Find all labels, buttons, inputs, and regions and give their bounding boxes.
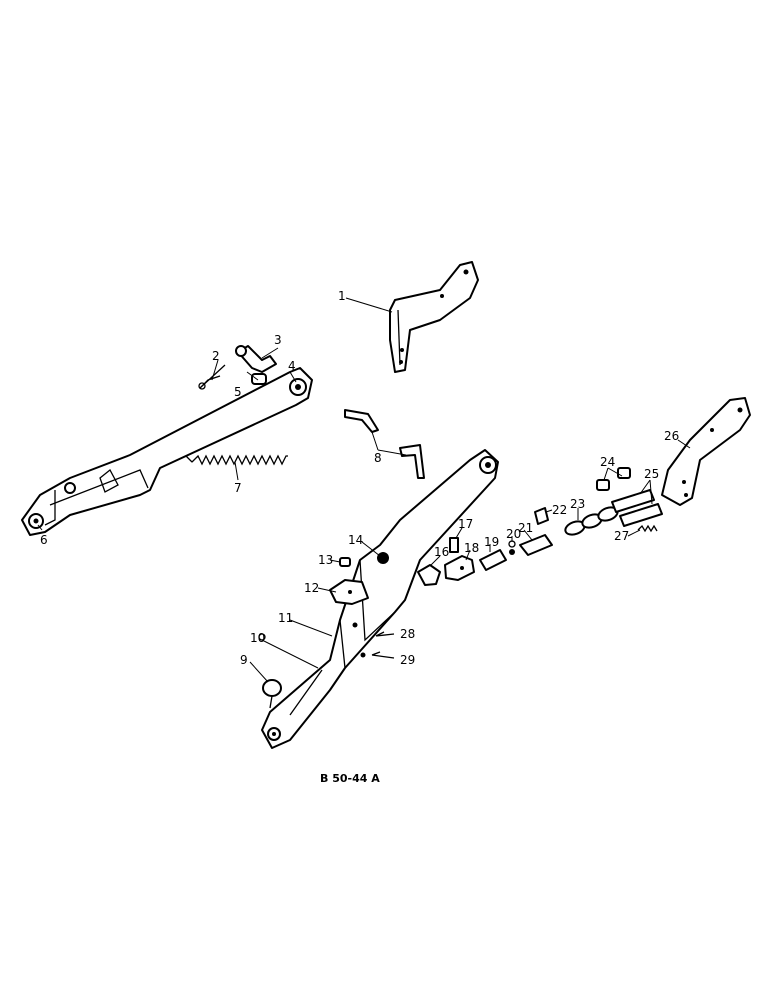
- part-19-sleeve: [479, 549, 507, 571]
- callout-10: 10: [250, 631, 265, 645]
- callout-29: 29: [400, 653, 415, 667]
- callout-11: 11: [278, 611, 293, 625]
- part-1-bracket: [389, 261, 479, 373]
- part-26-bracket: [661, 397, 751, 506]
- callout-19: 19: [484, 535, 499, 549]
- callout-16: 16: [434, 545, 449, 559]
- callout-3: 3: [274, 333, 282, 347]
- leader-lines: [37, 297, 691, 683]
- callout-14: 14: [348, 533, 363, 547]
- part-22-bolt: [534, 507, 549, 525]
- callout-13: 13: [318, 553, 333, 567]
- part-13-pin: [339, 557, 351, 567]
- left-lift-arm: [21, 367, 313, 536]
- callout-21: 21: [518, 521, 533, 535]
- part-2-clip-pin: [198, 364, 226, 390]
- callout-18: 18: [464, 541, 479, 555]
- part-12-latch: [329, 579, 369, 605]
- part-29-pin: [371, 651, 395, 659]
- callout-labels: 1 2 3 4 5 6 7 8 9 10 11 12 13 14 16 17 1…: [40, 289, 679, 667]
- part-23-chain: [564, 506, 619, 536]
- callout-28: 28: [400, 627, 415, 641]
- callout-1: 1: [338, 289, 346, 303]
- callout-17: 17: [458, 517, 473, 531]
- part-20-washer: [508, 540, 516, 555]
- callout-2: 2: [212, 349, 220, 363]
- part-16-swivel: [417, 564, 441, 586]
- part-18-clevis: [444, 555, 475, 581]
- right-lift-arm: [261, 449, 499, 749]
- callout-12: 12: [304, 581, 319, 595]
- figure-reference: B 50-44 A: [320, 772, 380, 785]
- callout-24: 24: [600, 455, 615, 469]
- part-8-brackets: [344, 409, 425, 479]
- part-7-spring: [185, 454, 288, 466]
- callout-26: 26: [664, 429, 679, 443]
- part-17-bolt: [449, 537, 459, 553]
- callout-9: 9: [240, 653, 248, 667]
- callout-4: 4: [288, 359, 296, 373]
- callout-27: 27: [614, 529, 629, 543]
- callout-25: 25: [644, 467, 659, 481]
- part-9-cap: [262, 679, 282, 709]
- part-28-pin: [375, 631, 395, 637]
- callout-23: 23: [570, 497, 585, 511]
- callout-7: 7: [234, 481, 242, 495]
- part-3-pin: [235, 345, 277, 373]
- callout-20: 20: [506, 527, 521, 541]
- callout-22: 22: [552, 503, 567, 517]
- callout-6: 6: [40, 533, 48, 547]
- part-5-bushing: [251, 373, 267, 385]
- part-27-spring-pin: [637, 524, 658, 533]
- part-14-nut: [377, 552, 389, 564]
- part-25-plates: [611, 489, 663, 527]
- callout-8: 8: [374, 451, 382, 465]
- callout-5: 5: [234, 385, 242, 399]
- part-21-turnbuckle: [519, 534, 553, 556]
